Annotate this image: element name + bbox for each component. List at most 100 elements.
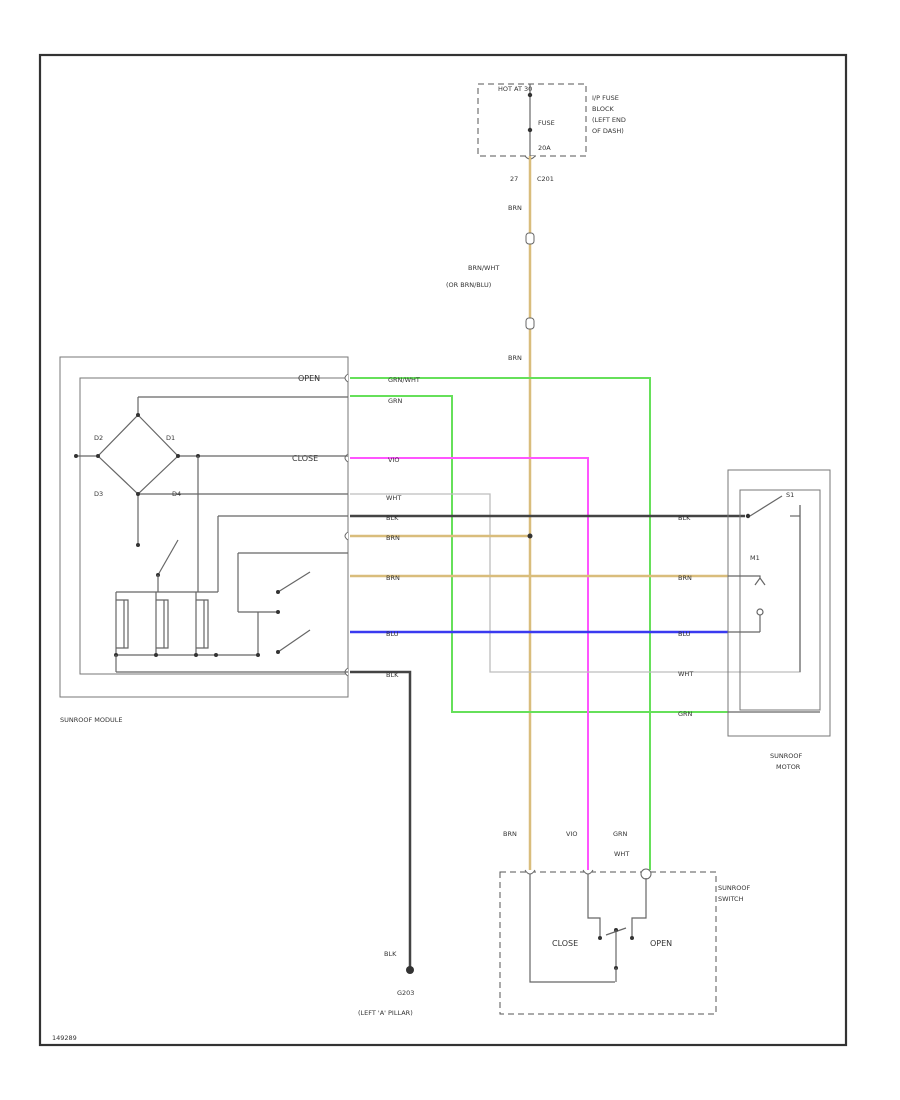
fuse-block-name-3: (LEFT END (592, 116, 626, 124)
diagram-frame (38, 53, 848, 1047)
grn-label-module: GRN (388, 397, 403, 405)
fuse-block-name-1: I/P FUSE (592, 94, 619, 102)
wht-label-module: WHT (386, 494, 401, 502)
sunroof-switch-outline (499, 871, 717, 1015)
switch-brn-path (529, 874, 615, 983)
grn-wht-label: GRN/WHT (388, 376, 420, 384)
switch-terminal-vio (582, 869, 594, 875)
blk-label-ground-top: BLK (386, 671, 399, 679)
switch-name-1: SUNROOF (718, 884, 750, 892)
connector-c201: 27 C201 (510, 155, 554, 183)
coil-node-3 (194, 653, 198, 657)
bridge-node-left (96, 454, 100, 458)
switch-close-label: CLOSE (552, 939, 578, 948)
wht-label-motor: WHT (678, 670, 693, 678)
drive-contact-1 (276, 610, 280, 614)
inline-connector-1 (525, 232, 535, 245)
figure-id: 149289 (52, 1034, 77, 1042)
brn-label-module: BRN (386, 534, 400, 542)
brn-label-motor: BRN (678, 574, 692, 582)
c201-pin: 27 (510, 175, 518, 183)
grn-wire (350, 395, 728, 713)
fuse-amps-label: 20A (538, 144, 551, 152)
bridge-node-ext (74, 454, 78, 458)
fuse-label: FUSE (538, 119, 555, 127)
brn-alt-label-1: BRN/WHT (468, 264, 499, 272)
motor-brush-top (728, 575, 766, 586)
blk-label-ground-bottom: BLK (384, 950, 397, 958)
switch-contact-open (630, 936, 634, 940)
blu-label-motor: BLU (678, 630, 691, 638)
coil-1 (115, 592, 129, 655)
bridge-node-right (176, 454, 180, 458)
motor-switch-arm (749, 495, 783, 517)
relay-arm (157, 539, 179, 576)
drive-switch-2-pivot (276, 650, 280, 654)
sunroof-module: OPEN CLOSE D2 D1 D3 D4 (59, 356, 349, 724)
module-terminal-brn (344, 531, 349, 541)
fuse-block-name-2: BLOCK (592, 105, 615, 113)
switch-grn-wht-label-2: WHT (614, 850, 629, 858)
switch-vio-label: VIO (566, 830, 577, 838)
bridge-node-bottom (136, 492, 140, 496)
sunroof-motor-outline (727, 469, 831, 737)
sunroof-module-name: SUNROOF MODULE (60, 716, 123, 724)
coil-2 (155, 592, 169, 655)
switch-contact-close (598, 936, 602, 940)
switch-grn-wht-label-1: GRN (613, 830, 628, 838)
ground-name: G203 (397, 989, 414, 997)
ground-wire (350, 670, 412, 968)
hot-at-label: HOT AT 30 (498, 85, 532, 93)
brn-label-module-2: BRN (386, 574, 400, 582)
module-terminal-close (344, 453, 349, 463)
sunroof-module-inner (79, 377, 349, 675)
grn-label-motor: GRN (678, 710, 693, 718)
switch-brn-label: BRN (503, 830, 517, 838)
switch-open-label: OPEN (650, 939, 672, 948)
switch-open-path (631, 878, 647, 938)
motor-label: M1 (750, 554, 760, 562)
fuse-block-name-4: OF DASH) (592, 127, 624, 135)
module-terminal-close-label: CLOSE (292, 454, 318, 463)
motor-name-1: SUNROOF (770, 752, 802, 760)
sunroof-motor: S1 M1 SUNROOF MOTOR (727, 469, 831, 771)
diode-d4-label: D4 (172, 490, 181, 498)
vio-label-module: VIO (388, 456, 399, 464)
drive-switch-1 (277, 571, 311, 593)
brn-label-mid: BRN (508, 354, 522, 362)
blu-label-module: BLU (386, 630, 399, 638)
switch-name-2: SWITCH (718, 895, 744, 903)
motor-switch-pivot (745, 513, 751, 519)
fuse-block: HOT AT 30 FUSE 20A I/P FUSE BLOCK (LEFT … (477, 83, 626, 157)
fuse-output-node (527, 127, 533, 133)
switch-close-path (587, 874, 601, 938)
ground-location: (LEFT 'A' PILLAR) (358, 1009, 413, 1017)
drive-switch-1-pivot (276, 590, 280, 594)
diode-bridge (97, 414, 179, 495)
inline-connector-2 (525, 317, 535, 330)
module-terminal-open-label: OPEN (298, 374, 320, 383)
motor-name-2: MOTOR (776, 763, 801, 771)
diode-d1-label: D1 (166, 434, 175, 442)
blk-label-motor: BLK (678, 514, 691, 522)
c201-name: C201 (537, 175, 554, 183)
diode-d3-label: D3 (94, 490, 103, 498)
sunroof-motor-inner (739, 489, 821, 711)
brn-splice (527, 533, 533, 539)
vio-wire (350, 457, 589, 870)
ground-point (406, 966, 414, 974)
coil-node-4 (214, 653, 218, 657)
wht-wire (350, 493, 801, 673)
fuse-input-node (527, 92, 533, 98)
motor-brush-bottom (756, 608, 764, 616)
coil-node-2 (154, 653, 158, 657)
switch-terminal-grn-wht (640, 868, 652, 880)
brn-label-top: BRN (508, 204, 522, 212)
module-terminal-open (344, 373, 349, 383)
sunroof-switch: BRN VIO GRN WHT CLOSE OPEN SUNROOF SWITC… (499, 830, 750, 1015)
blk-label-module: BLK (386, 514, 399, 522)
switch-terminal-brn (524, 869, 536, 875)
brn-alt-label-2: (OR BRN/BLU) (446, 281, 491, 289)
drive-switch-2 (277, 629, 311, 653)
